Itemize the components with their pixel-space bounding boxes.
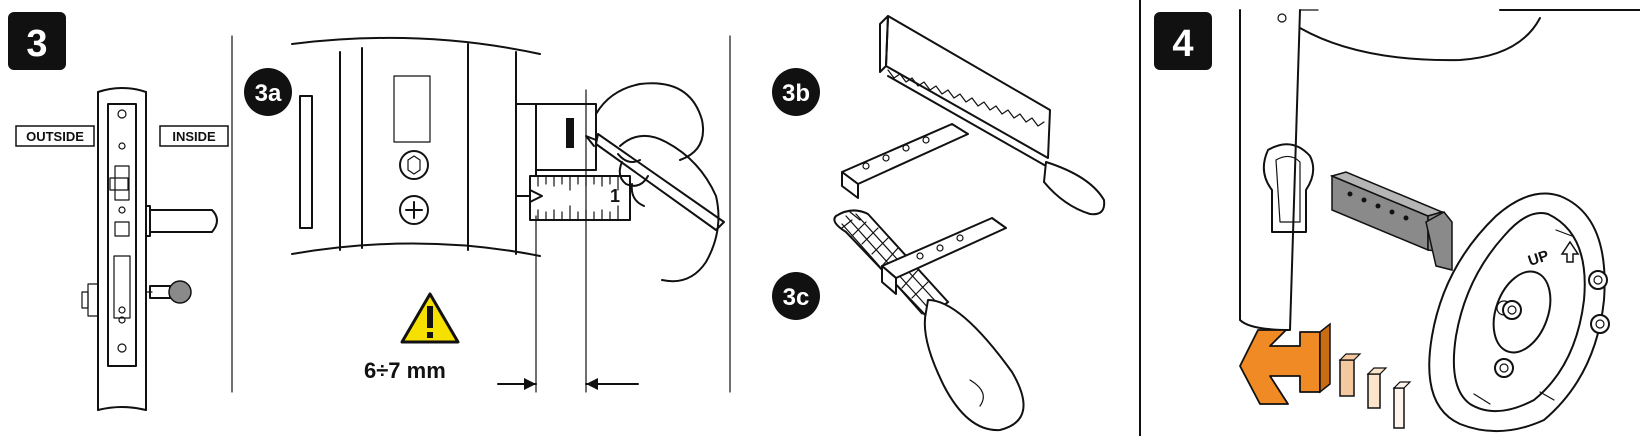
outside-label-box <box>15 125 95 147</box>
screw-icon-2 <box>1502 300 1522 320</box>
panel-step-4: 4 <box>1154 9 1640 433</box>
step-3b-label: 3b <box>782 80 810 107</box>
up-marking-label: UP <box>1526 247 1551 270</box>
cylinder-rail-3b <box>841 123 969 199</box>
screw-icon-1 <box>1588 270 1608 290</box>
step-3c-label: 3c <box>783 284 810 311</box>
shim-3 <box>1393 387 1405 429</box>
measurement-label: 6÷7 mm <box>364 358 446 383</box>
step-3c-badge <box>772 272 820 320</box>
phillips-screw-icon <box>399 195 429 225</box>
step-3a-badge <box>244 68 292 116</box>
cylinder-with-ruler: 1 <box>515 82 704 393</box>
orange-arrow-icon <box>1239 329 1321 405</box>
door-lock-case <box>81 87 218 411</box>
file-tool-icon <box>833 209 1025 432</box>
cylinder-rail-3c <box>881 217 1007 295</box>
inside-label-box <box>159 125 229 147</box>
screw-icon-3 <box>1590 314 1610 334</box>
panel-step-3c: 3c <box>772 209 1025 432</box>
torx-screw-icon <box>399 150 429 180</box>
door-profile <box>291 36 541 257</box>
step-3-badge <box>8 12 66 70</box>
mounting-plate: UP <box>1428 192 1610 433</box>
screw-icon-4 <box>1494 358 1514 378</box>
key-icon <box>168 280 192 304</box>
hand-with-pencil <box>585 133 725 283</box>
panel-step-3a: 3a 1 <box>244 36 725 393</box>
euro-cylinder <box>1329 171 1453 271</box>
shim-insertion <box>1239 322 1412 429</box>
warning-and-dimension: 6÷7 mm <box>364 292 639 390</box>
panel-step-3: 3 OUTSIDE INSIDE <box>8 12 229 411</box>
step-4-number: 4 <box>1172 23 1193 65</box>
up-arrow-icon <box>1560 240 1580 263</box>
shim-1 <box>1339 359 1355 397</box>
panel-step-3b: 3b <box>772 15 1106 216</box>
ruler-mark-label: 1 <box>610 186 620 206</box>
outside-label: OUTSIDE <box>26 129 84 144</box>
step-3-number: 3 <box>26 23 47 65</box>
step-3b-badge <box>772 68 820 116</box>
measuring-ruler <box>529 175 631 221</box>
shim-2 <box>1367 373 1381 409</box>
step-4-badge <box>1154 12 1212 70</box>
inside-label: INSIDE <box>172 129 216 144</box>
door-plate <box>1239 9 1640 331</box>
step-3a-label: 3a <box>255 80 282 107</box>
hacksaw-icon <box>879 15 1106 216</box>
